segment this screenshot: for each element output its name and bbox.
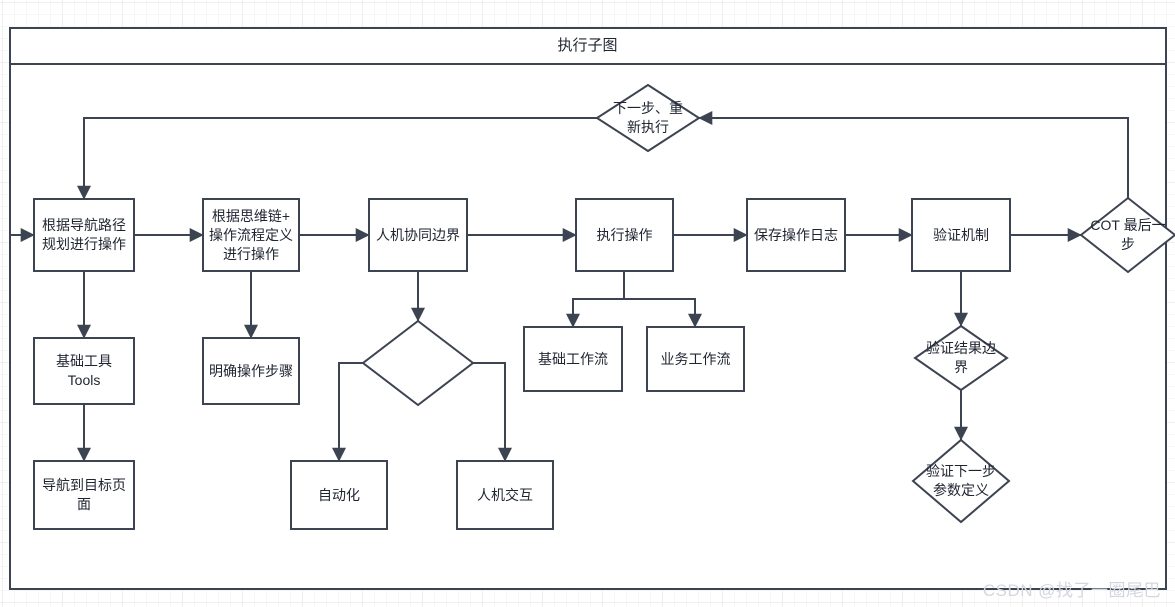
node-n9-shape bbox=[33, 337, 135, 405]
node-n3-shape bbox=[368, 198, 468, 272]
node-n18-shape bbox=[911, 438, 1011, 524]
node-n12-shape bbox=[361, 319, 475, 407]
node-n6-shape bbox=[911, 198, 1011, 272]
node-n5-shape bbox=[746, 198, 846, 272]
node-n16-shape bbox=[646, 326, 745, 392]
csdn-watermark: CSDN @找了一圈尾巴 bbox=[982, 581, 1161, 600]
outer-frame bbox=[9, 27, 1167, 590]
node-n15-shape bbox=[523, 326, 623, 392]
edge-n12-n14 bbox=[473, 362, 512, 462]
node-n11-shape bbox=[202, 337, 300, 405]
edge-n12-n13 bbox=[332, 362, 363, 462]
edge-n7-n8 bbox=[698, 111, 1129, 198]
edge-n8-n1 bbox=[77, 117, 597, 200]
node-n13-shape bbox=[290, 460, 388, 530]
node-n10-shape bbox=[33, 460, 135, 530]
node-n2-shape bbox=[202, 198, 300, 272]
node-n8-shape bbox=[595, 83, 701, 153]
edge-n4-n16 bbox=[623, 271, 702, 328]
node-n4-shape bbox=[575, 198, 674, 272]
node-n1-shape bbox=[33, 198, 135, 272]
diagram-title: 执行子图 bbox=[557, 37, 618, 54]
node-n14-shape bbox=[456, 460, 554, 530]
node-n7-shape bbox=[1079, 196, 1175, 274]
